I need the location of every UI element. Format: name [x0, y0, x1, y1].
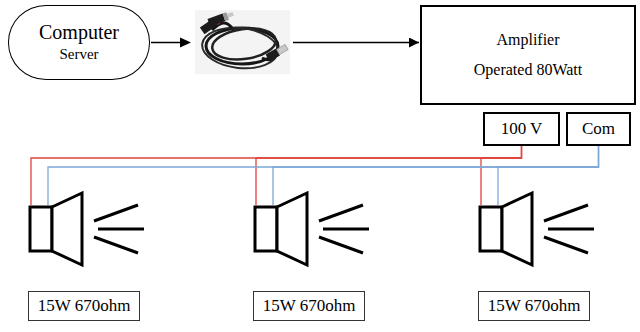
speaker-icon — [30, 193, 144, 265]
sound-line — [544, 237, 588, 253]
speaker-rating: 15W 670ohm — [28, 291, 140, 321]
node-title: Amplifier — [496, 31, 559, 49]
terminal-box: Com — [566, 112, 631, 146]
jack-plug — [266, 44, 289, 62]
speaker-icon — [480, 193, 594, 265]
cable-coil — [200, 24, 280, 72]
signal-arrow — [151, 42, 419, 44]
speaker-magnet — [480, 207, 502, 251]
speaker-cone — [502, 193, 532, 265]
speaker-cone — [52, 193, 82, 265]
terminal-box: 100 V — [483, 112, 560, 146]
speaker-rating: 15W 670ohm — [478, 291, 590, 321]
server-box: ComputerServer — [8, 5, 150, 80]
sound-line — [94, 237, 138, 253]
sound-line — [98, 228, 144, 231]
speaker-magnet — [30, 207, 52, 251]
speaker-wire — [273, 146, 599, 205]
speaker-wire — [48, 146, 599, 205]
speaker-magnet — [255, 207, 277, 251]
speaker-rating: 15W 670ohm — [253, 291, 365, 321]
speaker-node: 15W 670ohm — [253, 205, 385, 321]
rca-plug-grey — [207, 10, 234, 26]
speaker-wire — [31, 146, 522, 205]
node-subtitle: Operated 80Watt — [474, 61, 582, 79]
node-subtitle: Server — [59, 46, 98, 63]
sound-line — [548, 228, 594, 231]
plug-body — [207, 14, 225, 27]
plug-tip — [277, 44, 289, 54]
speaker-icon — [255, 193, 369, 265]
speaker-wire — [481, 146, 522, 205]
speaker-node: 15W 670ohm — [28, 205, 160, 321]
sound-line — [544, 205, 588, 221]
speaker-wire — [498, 146, 599, 205]
terminal-label: Com — [582, 119, 615, 139]
sound-line — [319, 237, 363, 253]
cable-picture — [195, 10, 290, 74]
node-title: Computer — [39, 21, 119, 44]
terminal-label: 100 V — [501, 119, 543, 139]
arrow-head — [180, 38, 191, 48]
speaker-cone — [277, 193, 307, 265]
sound-line — [323, 228, 369, 231]
rca-plug-red — [200, 13, 226, 34]
speaker-node: 15W 670ohm — [478, 205, 610, 321]
plug-pin — [227, 12, 234, 18]
sound-line — [94, 205, 138, 221]
amplifier-box: AmplifierOperated 80Watt — [420, 5, 636, 105]
speaker-wire — [256, 146, 522, 205]
photo-ground — [195, 10, 290, 74]
sound-line — [319, 205, 363, 221]
